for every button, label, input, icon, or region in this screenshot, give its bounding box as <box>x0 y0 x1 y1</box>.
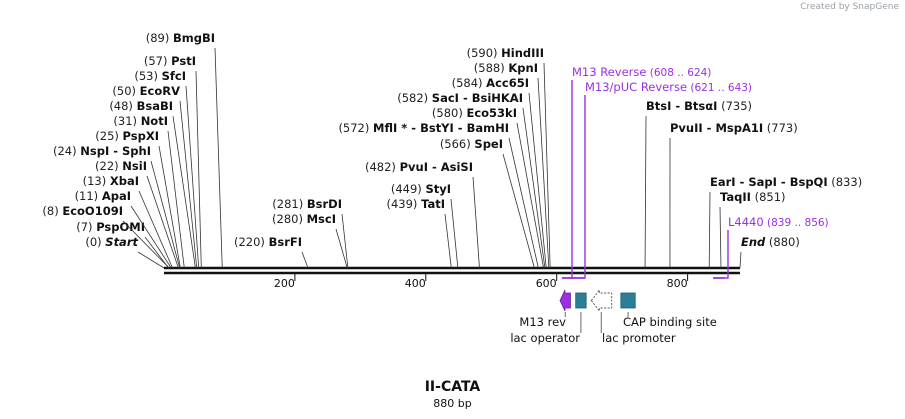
site-connector <box>130 205 172 269</box>
site-label-pspomi: (7) PspOMI <box>76 220 145 234</box>
site-label-btsi: BtsI - BtsαI (735) <box>646 99 752 113</box>
site-connector <box>543 62 551 269</box>
site-connector <box>172 115 196 269</box>
axis-tick-label: 600 <box>536 277 557 290</box>
site-label-apai: (11) ApaI <box>75 189 131 203</box>
site-label-xbai: (13) XbaI <box>83 174 139 188</box>
feature-cap-binding-site <box>620 292 636 309</box>
snapgene-watermark: Created by SnapGene <box>800 2 899 12</box>
site-connector <box>167 130 185 269</box>
site-connector <box>516 122 545 269</box>
plasmid-size: 880 bp <box>433 397 472 410</box>
feature-lac-operator <box>575 292 587 309</box>
site-label-bmgbi: (89) BmgBI <box>146 31 215 45</box>
site-connector <box>708 191 711 269</box>
site-connector <box>537 77 550 269</box>
site-label-end: End (880) <box>741 235 800 249</box>
site-label-bsrdi: (281) BsrDI <box>272 197 342 211</box>
site-connector <box>341 213 349 269</box>
site-label-bsabi: (48) BsaBI <box>109 99 173 113</box>
site-connector <box>502 153 535 269</box>
primer-label-m13-puc-reverse: M13/pUC Reverse (621 .. 643) <box>585 80 752 94</box>
site-label-tati: (439) TatI <box>387 197 446 211</box>
site-label-nsii: (22) NsiI <box>95 159 147 173</box>
feature-label-m13-rev: M13 rev <box>519 315 566 329</box>
site-connector <box>150 160 181 269</box>
feature-label-lac-operator: lac operator <box>510 331 580 345</box>
site-connector <box>179 100 198 269</box>
plasmid-name: II-CATA <box>424 379 481 395</box>
site-connector <box>472 176 480 269</box>
site-connector <box>450 198 459 269</box>
site-connector <box>528 92 547 269</box>
site-label-start: (0) Start <box>85 235 138 249</box>
site-connector <box>444 213 452 269</box>
site-connector <box>508 137 539 269</box>
site-connector <box>195 70 202 269</box>
site-label-noti: (31) NotI <box>113 114 168 128</box>
site-label-hindiii: (590) HindIII <box>467 46 544 60</box>
site-connector <box>214 47 223 269</box>
site-connector <box>146 175 179 269</box>
site-connector <box>122 220 170 269</box>
sequence-map: 200 400 600 800 (0) Start(7) PspOMI (8) EcoO1… <box>42 31 862 345</box>
site-connector <box>158 145 181 269</box>
site-label-nspi: (24) NspI - SphI <box>53 144 151 158</box>
feature-label-cap-binding-site: CAP binding site <box>623 315 717 329</box>
site-label-spei: (566) SpeI <box>440 137 503 151</box>
site-label-pvui: (482) PvuI - AsiSI <box>365 160 473 174</box>
site-connector <box>138 190 173 269</box>
site-label-sfci: (53) SfcI <box>134 69 186 83</box>
site-connector <box>644 115 647 269</box>
primer-label-l4440: L4440 (839 .. 856) <box>728 215 829 229</box>
site-connector <box>185 85 200 269</box>
site-label-ecorv: (50) EcoRV <box>112 84 180 98</box>
primer-bracket <box>561 80 573 279</box>
axis-tick-label: 400 <box>405 277 426 290</box>
primer-label-m13-reverse: M13 Reverse (608 .. 624) <box>572 65 711 79</box>
site-label-bsrfi: (220) BsrFI <box>234 235 302 249</box>
site-connector <box>335 228 348 269</box>
site-label-saci: (582) SacI - BsiHKAI <box>397 91 523 105</box>
site-label-taqii: TaqII (851) <box>720 190 786 204</box>
site-connector <box>301 251 309 269</box>
site-label-ecoo109i: (8) EcoO109I <box>42 204 123 218</box>
site-label-eari: EarI - SapI - BspQI (833) <box>710 175 862 189</box>
site-label-acc65i: (584) Acc65I <box>452 76 529 90</box>
site-connector <box>522 107 546 269</box>
site-connector <box>739 251 742 269</box>
site-label-mfli-: (572) MflI * - BstYI - BamHI <box>338 121 509 135</box>
site-connector <box>137 251 165 269</box>
site-label-styi: (449) StyI <box>391 182 451 196</box>
site-label-eco53ki: (580) Eco53kI <box>432 106 517 120</box>
feature-label-lac-promoter: lac promoter <box>602 331 676 345</box>
axis-tick-label: 800 <box>667 277 688 290</box>
site-label-kpni: (588) KpnI <box>474 61 538 75</box>
axis-tick-label: 200 <box>274 277 295 290</box>
site-connector <box>719 206 722 269</box>
site-label-psti: (57) PstI <box>144 54 196 68</box>
feature-m13-rev <box>559 289 571 312</box>
site-label-msci: (280) MscI <box>272 212 336 226</box>
site-label-pspxi: (25) PspXI <box>95 129 159 143</box>
feature-lac-promoter <box>590 288 613 313</box>
site-label-pvuii: PvuII - MspA1I (773) <box>670 121 798 135</box>
